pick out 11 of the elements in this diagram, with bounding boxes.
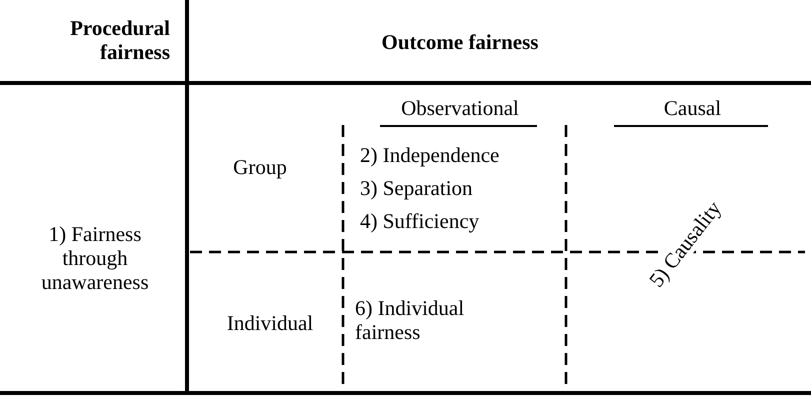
column-header: Procedural fairness xyxy=(69,16,170,64)
column-header: Outcome fairness xyxy=(380,30,540,54)
criterion-text: 1) Fairness through unawareness xyxy=(40,222,150,294)
subheader: Causal xyxy=(662,96,722,120)
criterion-text: 4) Sufficiency xyxy=(360,209,480,233)
row-header: Individual xyxy=(226,311,314,335)
subheader: Observational xyxy=(400,96,520,120)
criterion-text: 6) Individual fairness xyxy=(355,296,466,344)
criterion-text: 2) Independence xyxy=(360,143,500,167)
row-header: Group xyxy=(232,155,288,179)
criterion-text: 3) Separation xyxy=(360,176,474,200)
